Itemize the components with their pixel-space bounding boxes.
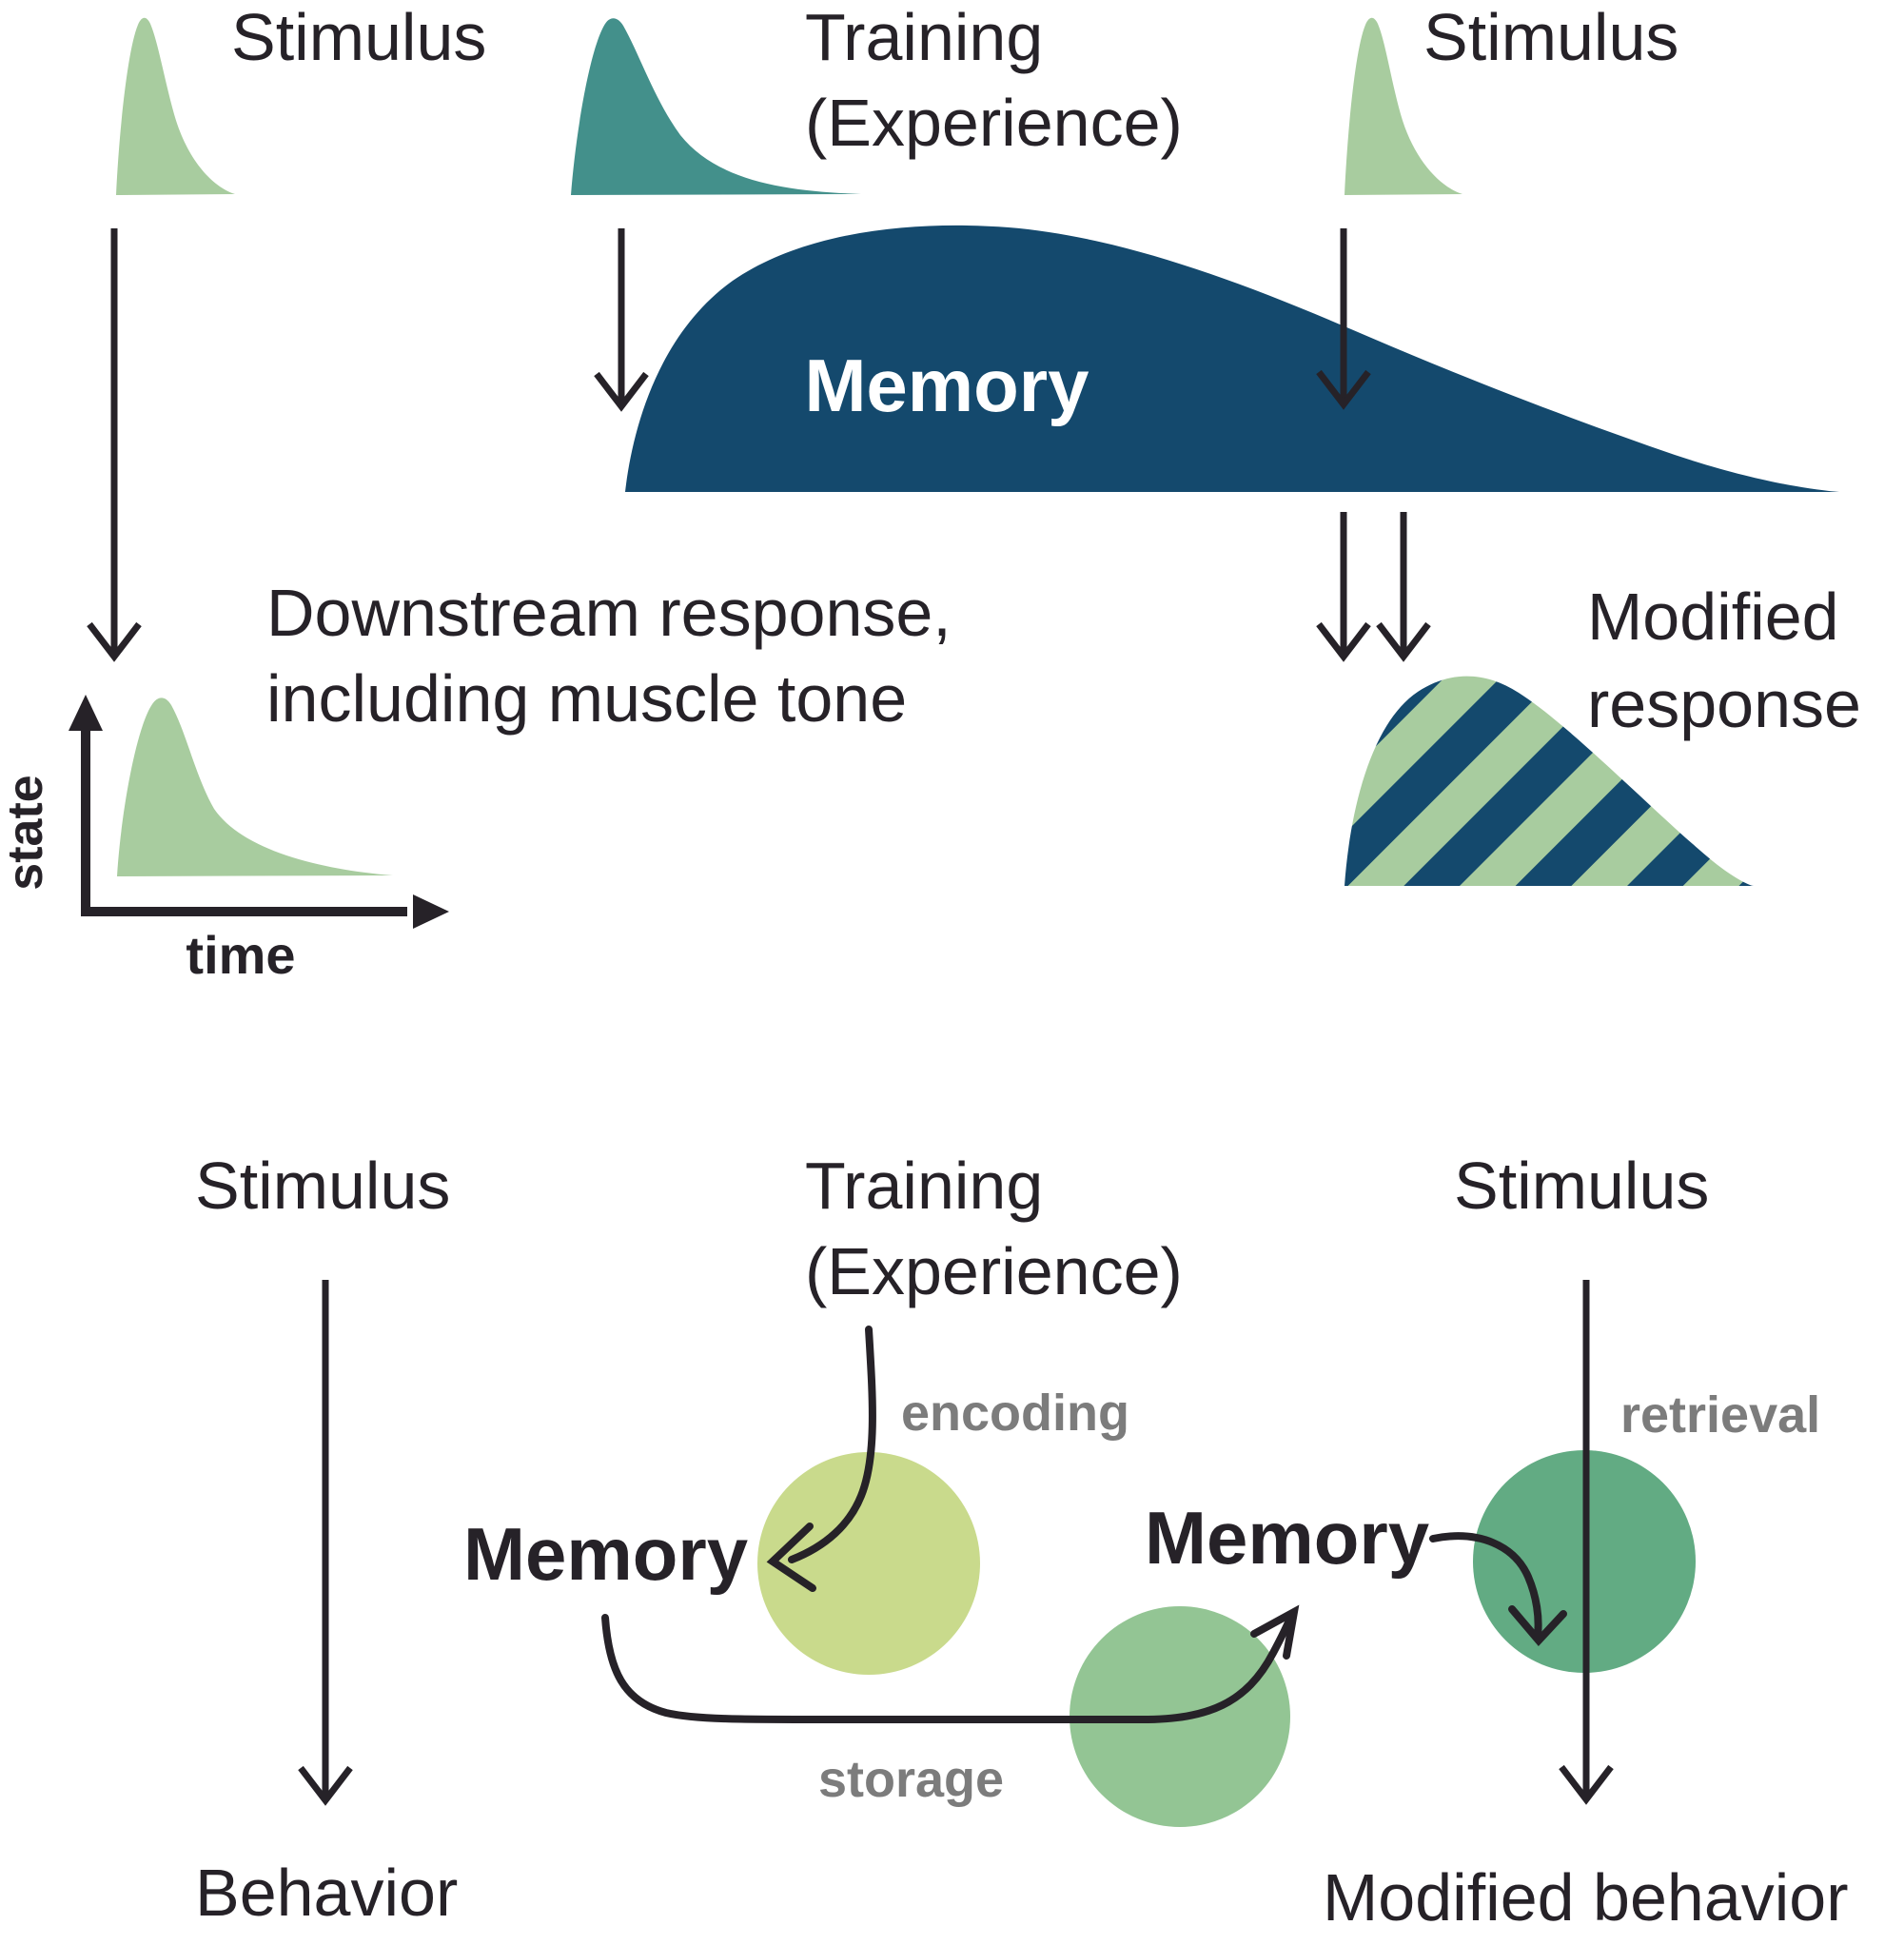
- y-axis-arrowhead-icon: [69, 695, 103, 731]
- encoding-arrow: [766, 1326, 876, 1592]
- arrow-memory-to-modified-1: [1316, 512, 1371, 662]
- downstream-response-curve: [117, 697, 393, 876]
- bottom-training-label-line1: Training: [805, 1149, 1043, 1223]
- training-label-line1: Training: [805, 0, 1043, 74]
- arrowhead-down-icon: [1508, 1605, 1567, 1647]
- arrowhead-down-icon: [594, 371, 649, 412]
- bottom-stimulus-right-label: Stimulus: [1454, 1149, 1709, 1223]
- retrieval-arrow: [1429, 1532, 1567, 1647]
- arrow-stimulus-to-memory: [1316, 228, 1371, 410]
- arrowhead-down-icon: [1316, 621, 1371, 662]
- downstream-response-line2: including muscle tone: [266, 661, 907, 736]
- storage-label: storage: [818, 1751, 1004, 1808]
- training-label-line2: (Experience): [805, 86, 1183, 160]
- axis-arrowheads: [69, 695, 449, 929]
- training-curve: [571, 18, 861, 195]
- encoding-circle: [757, 1452, 980, 1675]
- state-time-axes: [81, 725, 407, 916]
- arrow-stimulus-to-response: [87, 228, 142, 662]
- memory-trace-label: Memory: [804, 344, 1089, 427]
- stimulus-left-label: Stimulus: [231, 0, 486, 74]
- process-arrows: [601, 1326, 1567, 1723]
- retrieval-label: retrieval: [1620, 1386, 1820, 1444]
- stimulus-left-curve: [116, 17, 235, 196]
- modified-response-striped-curve: [1345, 676, 1754, 886]
- arrowhead-left-icon: [766, 1523, 816, 1592]
- modified-behavior-label: Modified behavior: [1323, 1860, 1849, 1935]
- modified-response-line2: response: [1587, 667, 1861, 741]
- x-axis-arrowhead-icon: [413, 894, 449, 929]
- bottom-training-label-line2: (Experience): [805, 1234, 1183, 1308]
- arrowhead-down-icon: [1376, 621, 1431, 662]
- arrowhead-down-icon: [1559, 1764, 1614, 1805]
- labels-ink: Stimulus Training (Experience) Stimulus …: [0, 0, 1861, 1935]
- modified-response-line1: Modified: [1587, 580, 1839, 654]
- memory-label-2: Memory: [1145, 1496, 1429, 1580]
- arrow-memory-to-modified-2: [1376, 512, 1431, 662]
- top-panel: [116, 17, 1839, 886]
- arrowhead-up-right-icon: [1250, 1604, 1300, 1660]
- arrowhead-down-icon: [1316, 369, 1371, 410]
- stimulus-right-curve: [1345, 17, 1462, 196]
- time-axis-label: time: [186, 925, 295, 985]
- downstream-response-line1: Downstream response,: [266, 576, 952, 650]
- memory-label-1: Memory: [463, 1512, 748, 1596]
- memory-trace-shape: [625, 225, 1839, 492]
- behavior-label: Behavior: [195, 1856, 458, 1930]
- arrowhead-down-icon: [87, 621, 142, 662]
- encoding-label: encoding: [901, 1385, 1129, 1442]
- storage-arrow: [601, 1604, 1300, 1723]
- arrow-training-to-memory: [594, 228, 649, 412]
- bottom-stimulus-left-label: Stimulus: [195, 1149, 450, 1223]
- arrowhead-down-icon: [298, 1765, 353, 1806]
- stimulus-right-label: Stimulus: [1423, 0, 1678, 74]
- arrow-stimulus-to-behavior: [298, 1280, 353, 1806]
- labels-gray: encoding storage retrieval: [818, 1385, 1820, 1808]
- state-axis-label: state: [0, 775, 53, 890]
